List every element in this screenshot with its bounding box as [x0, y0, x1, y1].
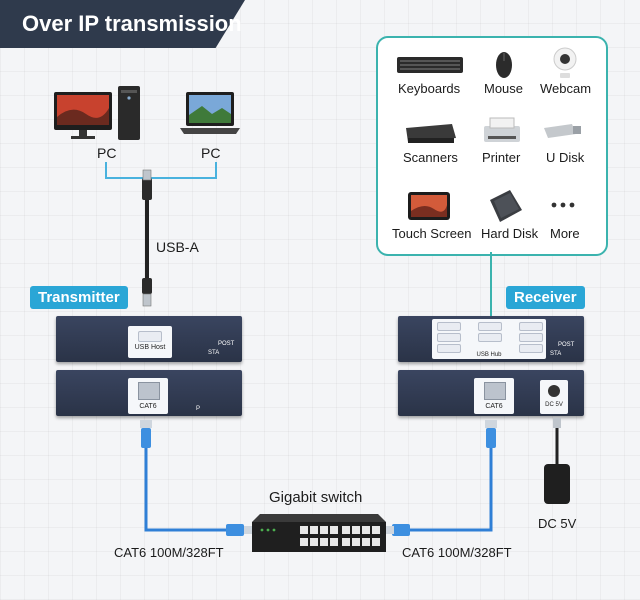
cat6-label-rx: CAT6 — [485, 403, 503, 410]
dc-port-label: DC 5V — [545, 402, 563, 408]
peripheral-connector-line — [490, 252, 492, 316]
rx-post-label: POST — [558, 342, 575, 348]
receiver-tag: Receiver — [506, 286, 585, 309]
dc-power-label: DC 5V — [538, 516, 577, 531]
receiver-bottom-panel: CAT6 DC 5V — [398, 370, 584, 416]
peripheral-label-touch-screen: Touch Screen — [392, 226, 472, 241]
usb-a-label: USB-A — [156, 239, 199, 255]
printer-icon — [484, 117, 520, 142]
rx-sta-label: STA — [550, 351, 562, 357]
touch-screen-icon — [408, 192, 450, 220]
peripheral-label-more: More — [550, 226, 580, 241]
peripheral-label-scanners: Scanners — [403, 150, 458, 165]
gigabit-switch-icon — [252, 514, 386, 552]
p-label: P — [196, 406, 201, 412]
usb-hub-ports[interactable]: USB Hub — [432, 319, 546, 359]
cable-label-left: CAT6 100M/328FT — [114, 545, 224, 560]
title-banner — [0, 0, 245, 48]
post-label: POST — [218, 341, 235, 347]
desktop-pc-icon — [54, 86, 140, 140]
scanner-icon — [406, 124, 456, 143]
hard-disk-icon — [490, 190, 522, 222]
peripheral-label-keyboards: Keyboards — [398, 81, 461, 96]
dc-port[interactable]: DC 5V — [540, 380, 568, 414]
peripheral-label-printer: Printer — [482, 150, 521, 165]
page-title: Over IP transmission — [22, 11, 242, 36]
usb-host-label: USB Host — [134, 344, 166, 351]
more-icon — [551, 202, 575, 208]
mouse-icon — [496, 52, 512, 78]
transmitter-tag: Transmitter — [30, 286, 128, 309]
cat6-port-tx[interactable]: CAT6 — [128, 378, 168, 414]
usb-hub-label: USB Hub — [476, 352, 502, 358]
peripheral-label-mouse: Mouse — [484, 81, 524, 96]
usb-host-port[interactable]: USB Host — [128, 326, 172, 358]
switch-label: Gigabit switch — [269, 489, 363, 506]
transmitter-top-panel: USB Host POST STA — [56, 316, 242, 362]
peripheral-label-u-disk: U Disk — [546, 150, 585, 165]
usb-disk-icon — [544, 124, 581, 138]
receiver-top-panel: USB Hub POST STA — [398, 316, 584, 362]
cat6-port-rx[interactable]: CAT6 — [474, 378, 514, 414]
pc-label-2: PC — [201, 145, 221, 161]
usb-cable — [105, 162, 217, 307]
cat6-label-tx: CAT6 — [139, 403, 157, 410]
keyboard-icon — [397, 57, 463, 73]
webcam-icon — [553, 47, 577, 78]
sta-label: STA — [208, 350, 220, 356]
laptop-icon — [180, 92, 240, 134]
peripheral-label-hard-disk: Hard Disk — [481, 226, 539, 241]
transmitter-bottom-panel: CAT6 P — [56, 370, 242, 416]
pc-label-1: PC — [97, 145, 117, 161]
peripheral-label-webcam: Webcam — [540, 81, 592, 96]
cable-label-right: CAT6 100M/328FT — [402, 545, 512, 560]
